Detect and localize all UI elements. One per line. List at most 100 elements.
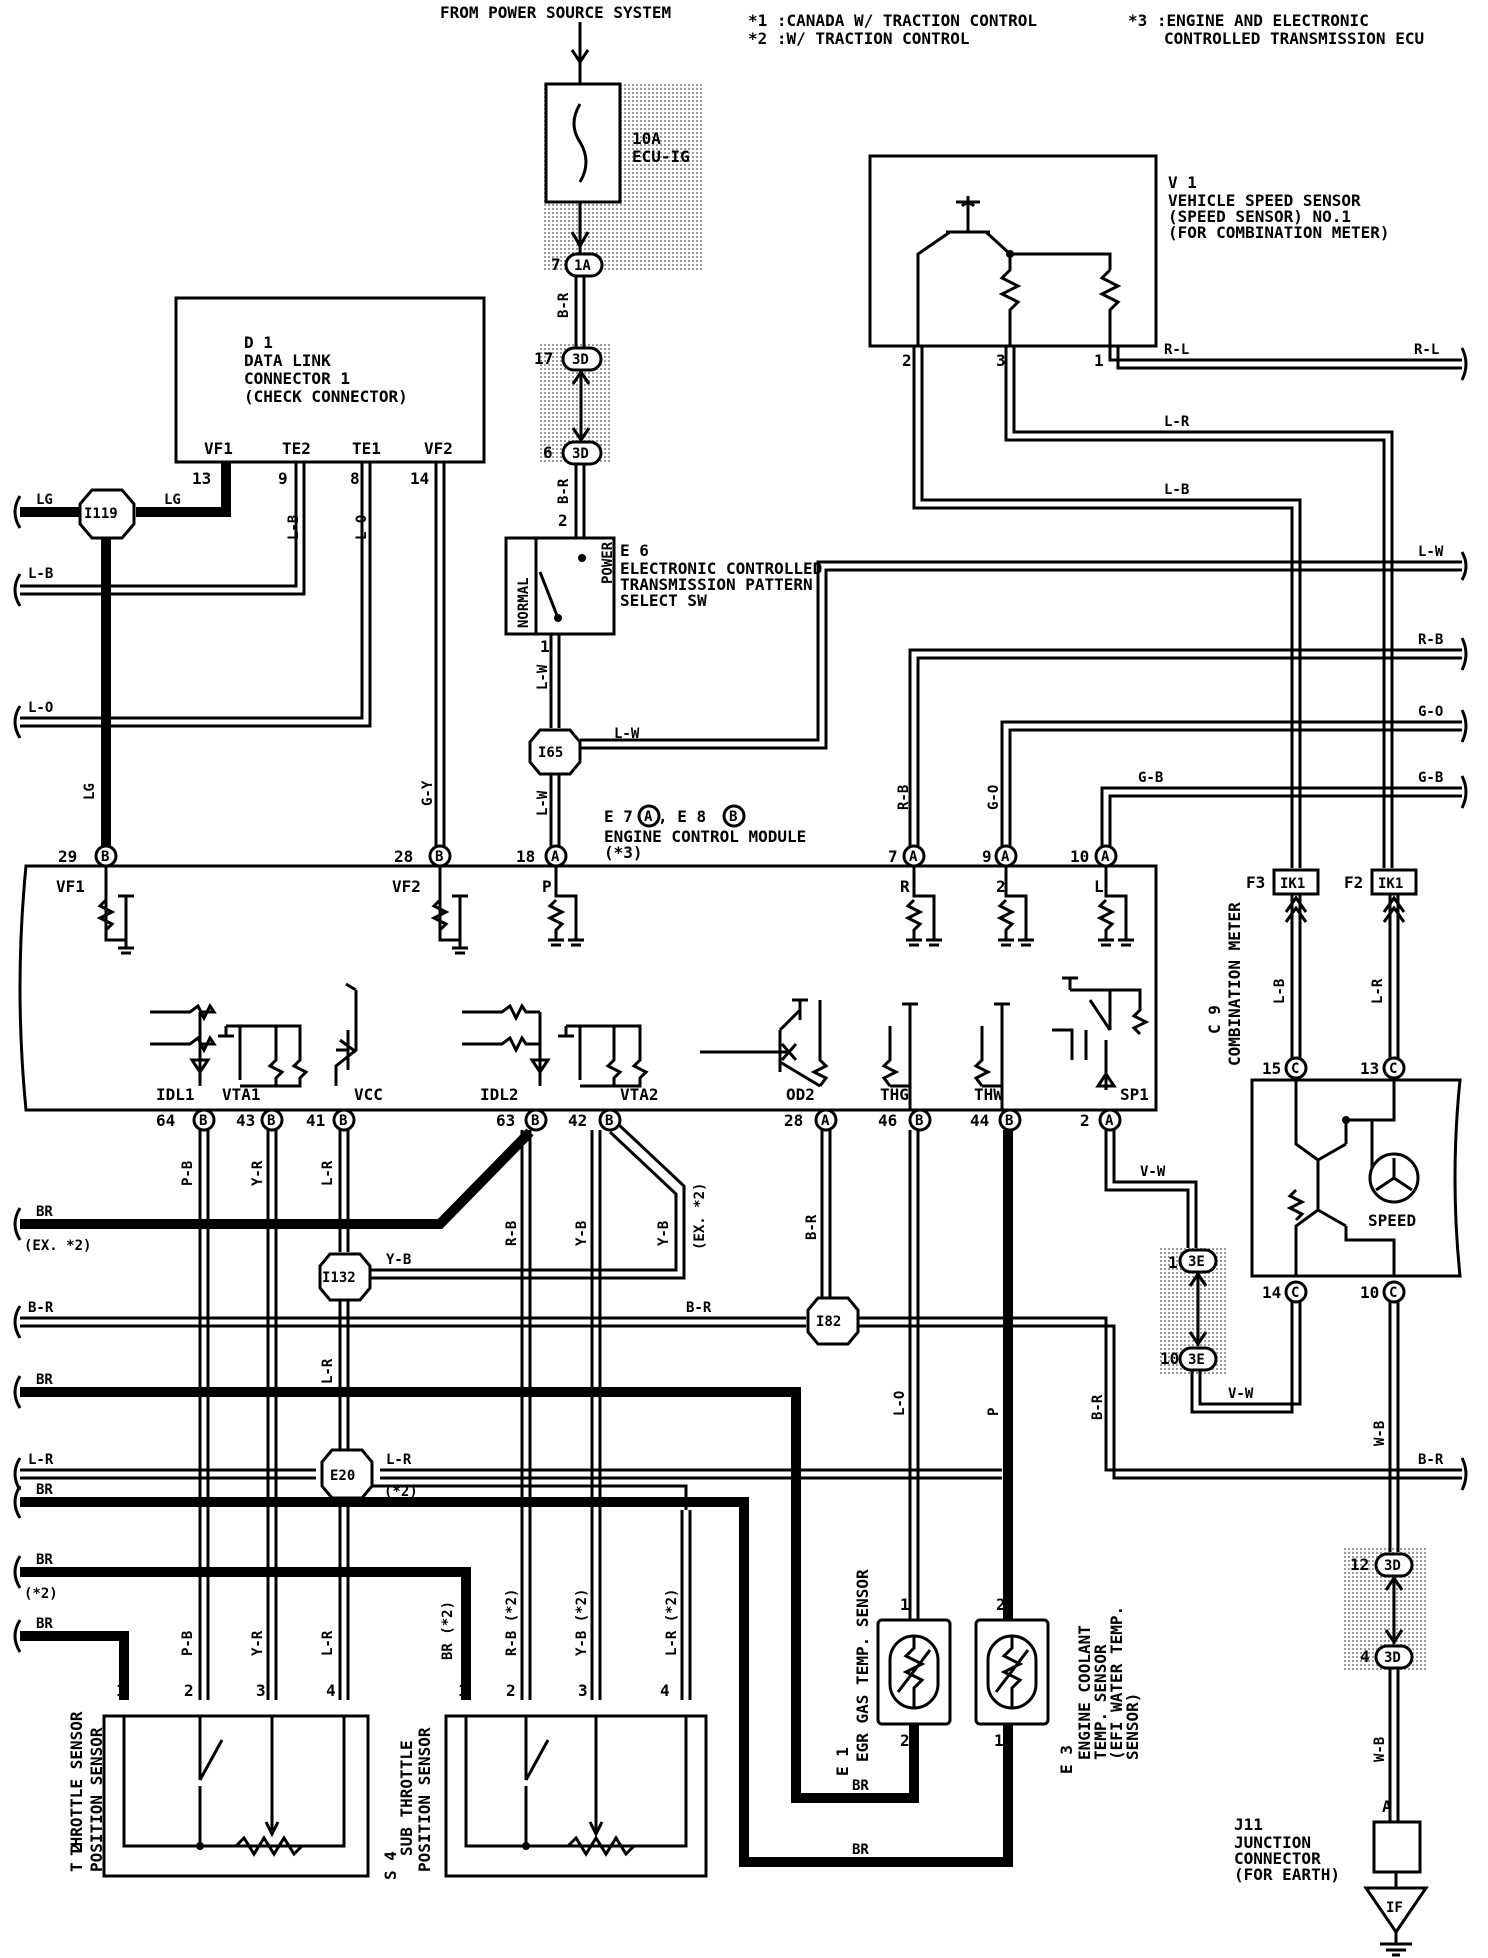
ecm-bpin-label: THG — [880, 1085, 909, 1104]
v1-resistor-1-icon — [998, 254, 1022, 346]
pb-wire — [198, 1130, 210, 1700]
ecm-bpin-circle — [598, 1108, 622, 1132]
ecm-pin-num: 9 — [982, 847, 992, 866]
yb-label-i132: Y-B — [386, 1252, 411, 1268]
br-label-d: BR — [36, 1552, 53, 1568]
t2-node — [196, 1842, 204, 1850]
ecm-pin-conn: A — [551, 849, 560, 865]
rb-break — [1460, 637, 1468, 671]
lo-e1-wire — [908, 1130, 920, 1626]
vw-wire-top — [1104, 1130, 1190, 1248]
vw-label-2: V-W — [1228, 1386, 1254, 1402]
v1-title3: (SPEED SENSOR) NO.1 — [1168, 207, 1351, 226]
meter-pin-10-circle — [1382, 1280, 1406, 1304]
j11-title3: CONNECTOR — [1234, 1849, 1321, 1868]
ecm-pin-num: 18 — [516, 847, 535, 866]
fuse-rating: 10A — [632, 129, 661, 148]
s4-pin-1: 1 — [458, 1681, 468, 1700]
connector-i82-label: I82 — [816, 1314, 841, 1330]
ecm-bpin-num: 43 — [236, 1111, 255, 1130]
connector-3d-bot-label: 3D — [572, 446, 589, 462]
j11-title4: (FOR EARTH) — [1234, 1865, 1340, 1884]
j11-pin: A — [1382, 1797, 1392, 1816]
e6-title2: ELECTRONIC CONTROLLED — [620, 559, 822, 578]
e3-title5: SENSOR) — [1123, 1693, 1142, 1760]
ecm-bpin-conn: B — [1005, 1113, 1013, 1129]
ecm-circuit-vf2 — [430, 866, 468, 955]
lr2-label: L-R (*2) — [664, 1589, 680, 1656]
d1-te2: TE2 — [282, 439, 311, 458]
note-2: *2 :W/ TRACTION CONTROL — [748, 29, 970, 48]
br2-label: BR (*2) — [440, 1601, 456, 1660]
ecm-bpin-label: IDL1 — [156, 1085, 195, 1104]
ecm-circuit-idl2 — [462, 1003, 551, 1086]
ecm-pin-num: 7 — [888, 847, 898, 866]
v1-node — [1006, 250, 1014, 258]
ecm-circuit-r — [904, 866, 942, 947]
ecm-bpin-conn: B — [199, 1113, 207, 1129]
gb-wire — [1100, 786, 1462, 846]
power-source-label: FROM POWER SOURCE SYSTEM — [440, 3, 671, 22]
rb2-label-2: R-B (*2) — [504, 1589, 520, 1656]
lr-vcc-wire — [338, 1130, 350, 1252]
j1a-pin: 7 — [551, 255, 561, 274]
br-ex2-wire — [20, 1128, 534, 1229]
ecm-circuit-l — [1096, 866, 1134, 947]
connector-3e-bot-label: 3E — [1188, 1352, 1205, 1368]
br-label-b: BR — [36, 1372, 53, 1388]
br-break-3 — [13, 1375, 22, 1409]
rl-label-2: R-L — [1414, 342, 1439, 358]
lw-label-3: L-W — [614, 726, 640, 742]
lo-label-e1: L-O — [892, 1391, 908, 1416]
meter-resistor-icon — [1286, 1188, 1306, 1222]
t2-pin-1: 1 — [116, 1681, 126, 1700]
ecm-pin-conn: B — [435, 849, 443, 865]
ecm-bpin-circle — [332, 1108, 356, 1132]
lb-label-2: L-B — [28, 566, 53, 582]
d1-pin-14: 14 — [410, 469, 429, 488]
t2-title1: T 2 — [67, 1843, 86, 1872]
ik1-f2-pin: F2 — [1344, 873, 1363, 892]
lw-label-4: L-W — [1418, 544, 1444, 560]
e6-normal: NORMAL — [516, 577, 532, 628]
ecm-circuit-2 — [996, 866, 1034, 947]
rl-break — [1460, 347, 1468, 381]
d1-box — [174, 296, 486, 464]
ecm-circuit-thg — [881, 1002, 918, 1110]
ecm-title3: (*3) — [604, 843, 643, 862]
br-label-left: B-R — [28, 1300, 54, 1316]
lb-v1-wire-b — [920, 346, 1302, 868]
ecm-conn-b-circle — [722, 804, 746, 828]
d1-title2: DATA LINK — [244, 351, 331, 370]
connector-3d-bot — [561, 440, 603, 466]
ecm-bottom-pins: IDL1 64 B VTA1 43 B VCC 41 B IDL2 63 B V… — [156, 1085, 1149, 1132]
lw-wire-right — [580, 568, 1462, 750]
ecm-bpin-num: 2 — [1080, 1111, 1090, 1130]
e1-title2: EGR GAS TEMP. SENSOR — [853, 1569, 872, 1762]
lg-label-1: LG — [164, 492, 181, 508]
br-star2-wire — [20, 1567, 471, 1700]
ik1-f2-wire — [1382, 894, 1406, 1060]
lr-break — [13, 1457, 22, 1491]
br-break-1 — [13, 1207, 22, 1241]
br-wire-right-b — [858, 1324, 1462, 1480]
t2-pin-3: 3 — [256, 1681, 266, 1700]
note-3-line1: *3 :ENGINE AND ELECTRONIC — [1128, 11, 1369, 30]
meter-pin-14-conn: C — [1291, 1285, 1299, 1301]
meter-node — [1342, 1116, 1350, 1124]
ecm-bpin-label: VCC — [354, 1085, 383, 1104]
ecm-bpin-circle — [908, 1108, 932, 1132]
fuse-box — [544, 82, 622, 204]
ecm-conn-a-circle — [637, 804, 661, 828]
lo-label-1: L-O — [354, 515, 370, 540]
ecm-bpin-circle — [524, 1108, 548, 1132]
yr-label-1: Y-R — [250, 1160, 266, 1186]
lg-wire-d1 — [136, 462, 231, 517]
lr-i132-e20 — [338, 1300, 350, 1450]
rb2-label-1: R-B — [504, 1221, 520, 1246]
yr-label-2: Y-R — [250, 1630, 266, 1656]
lr-label-left: L-R — [28, 1452, 54, 1468]
ecm-pin-label: R — [900, 877, 910, 896]
j3e-bot-pin: 10 — [1160, 1349, 1179, 1368]
ecm-title2: ENGINE CONTROL MODULE — [604, 827, 806, 846]
